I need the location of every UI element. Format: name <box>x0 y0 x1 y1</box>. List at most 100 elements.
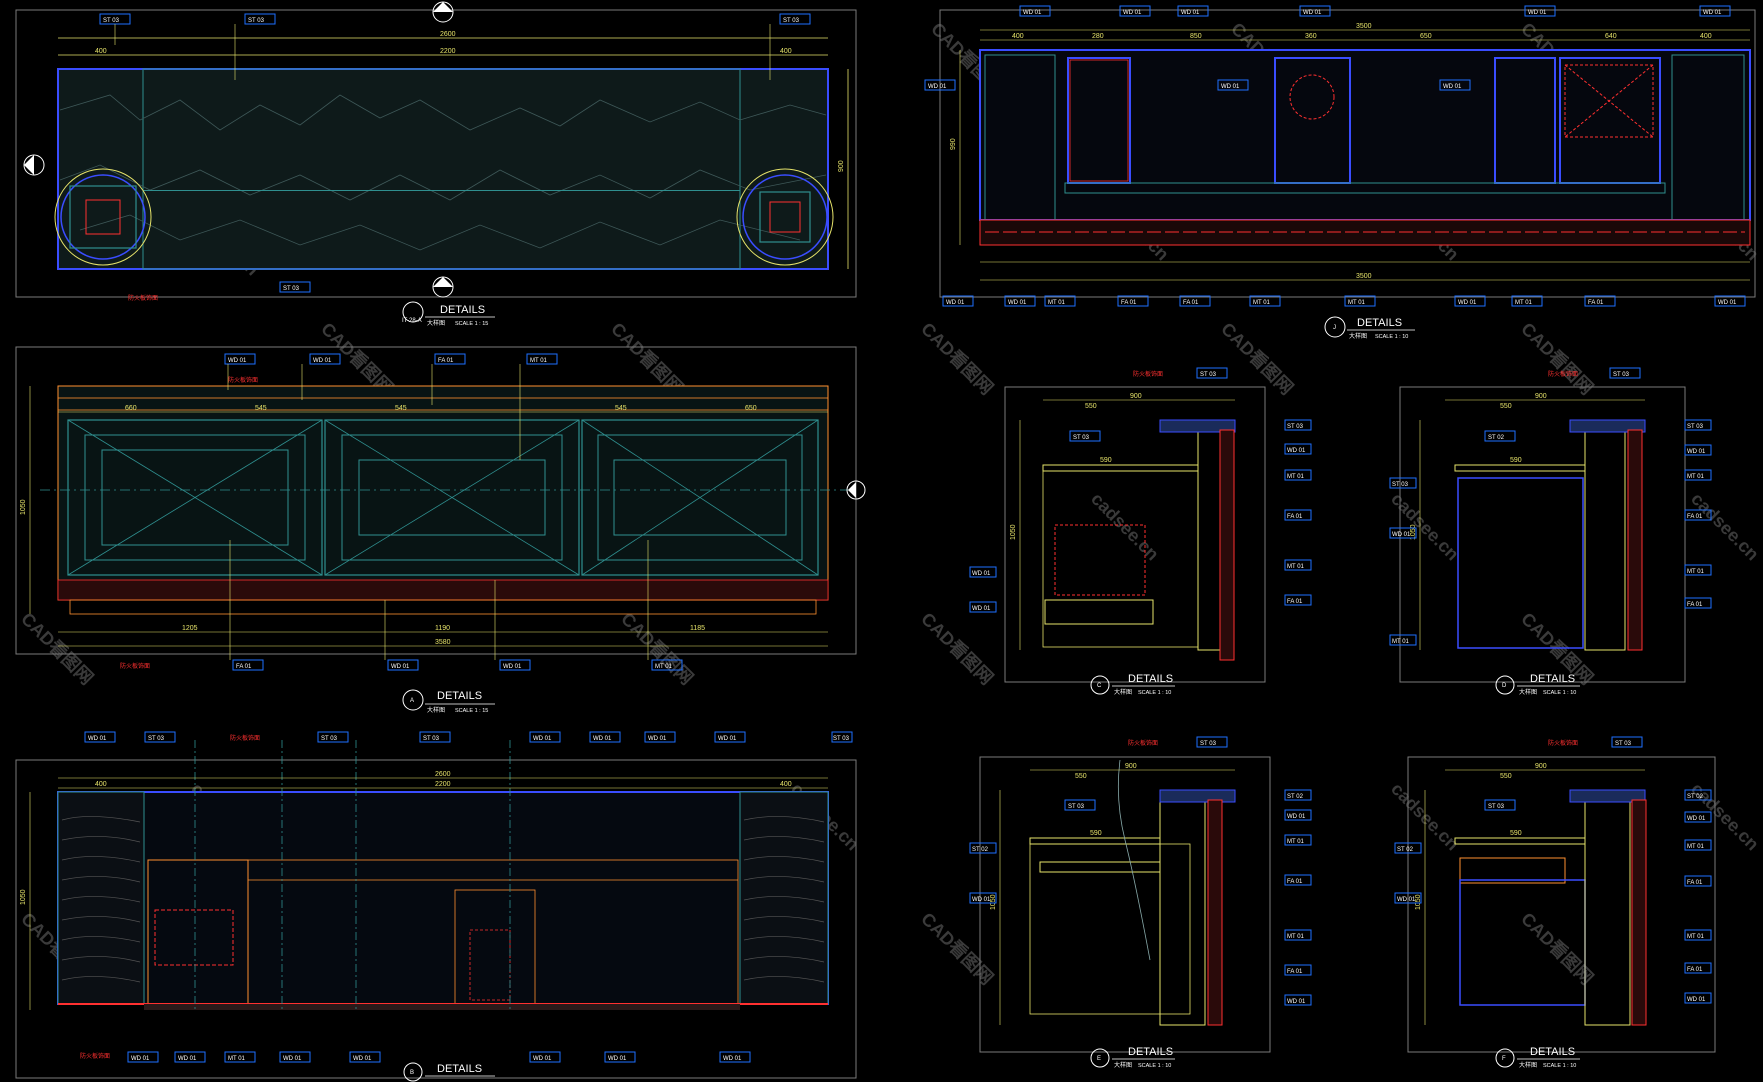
material-tag: WD 01 <box>1439 79 1471 91</box>
material-tag: MT 01 <box>1389 634 1417 646</box>
svg-text:FA 01: FA 01 <box>1687 514 1703 520</box>
material-tag: FA 01 <box>431 353 466 405</box>
material-tag: MT 01 <box>1344 295 1376 307</box>
svg-text:MT 01: MT 01 <box>530 358 548 364</box>
svg-text:ST 03: ST 03 <box>321 736 338 742</box>
svg-text:MT 01: MT 01 <box>1515 300 1533 306</box>
material-tag: FA 01 <box>1684 875 1712 887</box>
svg-text:ST 03: ST 03 <box>833 736 850 742</box>
svg-text:MT 01: MT 01 <box>1287 934 1305 940</box>
plinth <box>69 599 817 615</box>
stone-vein <box>79 214 801 251</box>
dim-text: 990 <box>950 138 957 150</box>
cabinet-outline <box>57 385 829 601</box>
watermark-text: CAD看图网 <box>917 608 998 689</box>
view-title: E DETAILS 大样图 SCALE 1 : 10 <box>1090 1046 1175 1069</box>
svg-text:D: D <box>1502 683 1507 689</box>
material-tag: FA 01 <box>1684 962 1712 974</box>
stone-vein <box>59 164 827 201</box>
material-tag: MT 01 <box>1044 295 1076 307</box>
svg-text:DETAILS: DETAILS <box>1530 1046 1575 1058</box>
svg-text:C: C <box>1097 683 1102 689</box>
post <box>1159 789 1206 1026</box>
svg-text:ST 03: ST 03 <box>1488 804 1505 810</box>
svg-text:WD 01: WD 01 <box>503 664 522 670</box>
svg-text:WD 01: WD 01 <box>972 897 991 903</box>
view-title: A DETAILS 大样图 SCALE 1 : 15 <box>402 689 495 714</box>
material-tag: FA 01 <box>1684 597 1712 609</box>
svg-text:WD 01: WD 01 <box>1287 448 1306 454</box>
svg-text:ST 02: ST 02 <box>1397 847 1414 853</box>
svg-text:WD 01: WD 01 <box>313 358 332 364</box>
view-sect-C: 900 550 590 1050 ST 03 ST 03 防火板饰面 ST 03… <box>969 367 1312 696</box>
material-tag: ST 03 <box>99 13 131 45</box>
svg-text:WD 01: WD 01 <box>723 1056 742 1062</box>
material-tag: WD 01 <box>174 1051 206 1063</box>
material-tag: WD 01 <box>1524 5 1556 17</box>
material-tag: MT 01 <box>1284 929 1312 941</box>
watermark-text: CAD看图网 <box>17 608 98 689</box>
svg-text:FA 01: FA 01 <box>1687 880 1703 886</box>
dim-text: 660 <box>125 405 137 412</box>
svg-text:FA 01: FA 01 <box>1287 514 1303 520</box>
material-tag: WD 01 <box>589 731 621 743</box>
cabinet-outline <box>979 49 1751 221</box>
svg-text:ST 03: ST 03 <box>1613 372 1630 378</box>
view-title: D DETAILS 大样图 SCALE 1 : 10 <box>1495 673 1580 696</box>
material-tag: MT 01 <box>1684 469 1712 481</box>
cable <box>1117 759 1151 961</box>
door-panel <box>581 419 819 576</box>
svg-text:WD 01: WD 01 <box>1287 814 1306 820</box>
svg-text:WD 01: WD 01 <box>1303 10 1322 16</box>
svg-text:WD 01: WD 01 <box>283 1056 302 1062</box>
svg-text:DETAILS: DETAILS <box>437 1063 482 1075</box>
watermark-text: cadsee.cn <box>1687 489 1763 565</box>
plinth <box>144 1004 740 1010</box>
stone-face <box>1219 429 1235 661</box>
svg-text:ST 03: ST 03 <box>1068 804 1085 810</box>
svg-text:WD 01: WD 01 <box>593 736 612 742</box>
dim-text: 900 <box>838 160 845 172</box>
svg-text:ST 02: ST 02 <box>1687 794 1704 800</box>
svg-text:WD 01: WD 01 <box>1123 10 1142 16</box>
dim-text: 1185 <box>690 625 705 632</box>
countertop <box>1454 837 1586 845</box>
svg-text:WD 01: WD 01 <box>648 736 667 742</box>
material-tag: ST 02 <box>1284 789 1312 801</box>
svg-text:DETAILS: DETAILS <box>1128 1046 1173 1058</box>
red-note: 防火板饰面 <box>128 294 158 302</box>
svg-text:DETAILS: DETAILS <box>437 690 482 702</box>
svg-text:MT 01: MT 01 <box>1348 300 1366 306</box>
stool-circle <box>54 168 152 266</box>
section-marker <box>846 480 866 500</box>
post <box>1197 419 1224 651</box>
svg-text:WD 01: WD 01 <box>1023 10 1042 16</box>
material-tag: FA 01 <box>1117 295 1149 307</box>
watermark-text: cadsee.cn <box>1387 489 1463 565</box>
shelf <box>1039 861 1161 873</box>
material-tag: MT 01 <box>1684 839 1712 851</box>
material-tag: ST 03 <box>769 13 811 80</box>
svg-text:WD 01: WD 01 <box>1687 997 1706 1003</box>
view-title: B DETAILS <box>403 1062 495 1082</box>
wood-grain <box>743 816 825 983</box>
svg-text:SCALE 1 : 15: SCALE 1 : 15 <box>455 708 488 714</box>
svg-text:FA 01: FA 01 <box>1687 602 1703 608</box>
svg-text:大样图: 大样图 <box>427 319 445 327</box>
countertop <box>1029 837 1161 845</box>
svg-text:WD 01: WD 01 <box>88 736 107 742</box>
material-tag: ST 03 <box>1069 430 1101 442</box>
dim-text: 400 <box>780 781 792 788</box>
svg-text:FA 01: FA 01 <box>1121 300 1137 306</box>
svg-text:MT 01: MT 01 <box>1687 569 1705 575</box>
material-tag: ST 03 <box>1684 419 1712 431</box>
material-tag: MT 01 <box>1284 559 1312 571</box>
svg-text:FA 01: FA 01 <box>1588 300 1604 306</box>
dim-text: 400 <box>1700 33 1712 40</box>
view-elev-J: 3500 400 280 850 360 650 640 400 3500 99… <box>924 5 1756 340</box>
dim-text: 2600 <box>435 771 451 778</box>
stool-core <box>85 199 121 235</box>
svg-text:WD 01: WD 01 <box>1392 532 1411 538</box>
dim-text: 545 <box>255 405 267 412</box>
svg-text:ST 02: ST 02 <box>1488 435 1505 441</box>
